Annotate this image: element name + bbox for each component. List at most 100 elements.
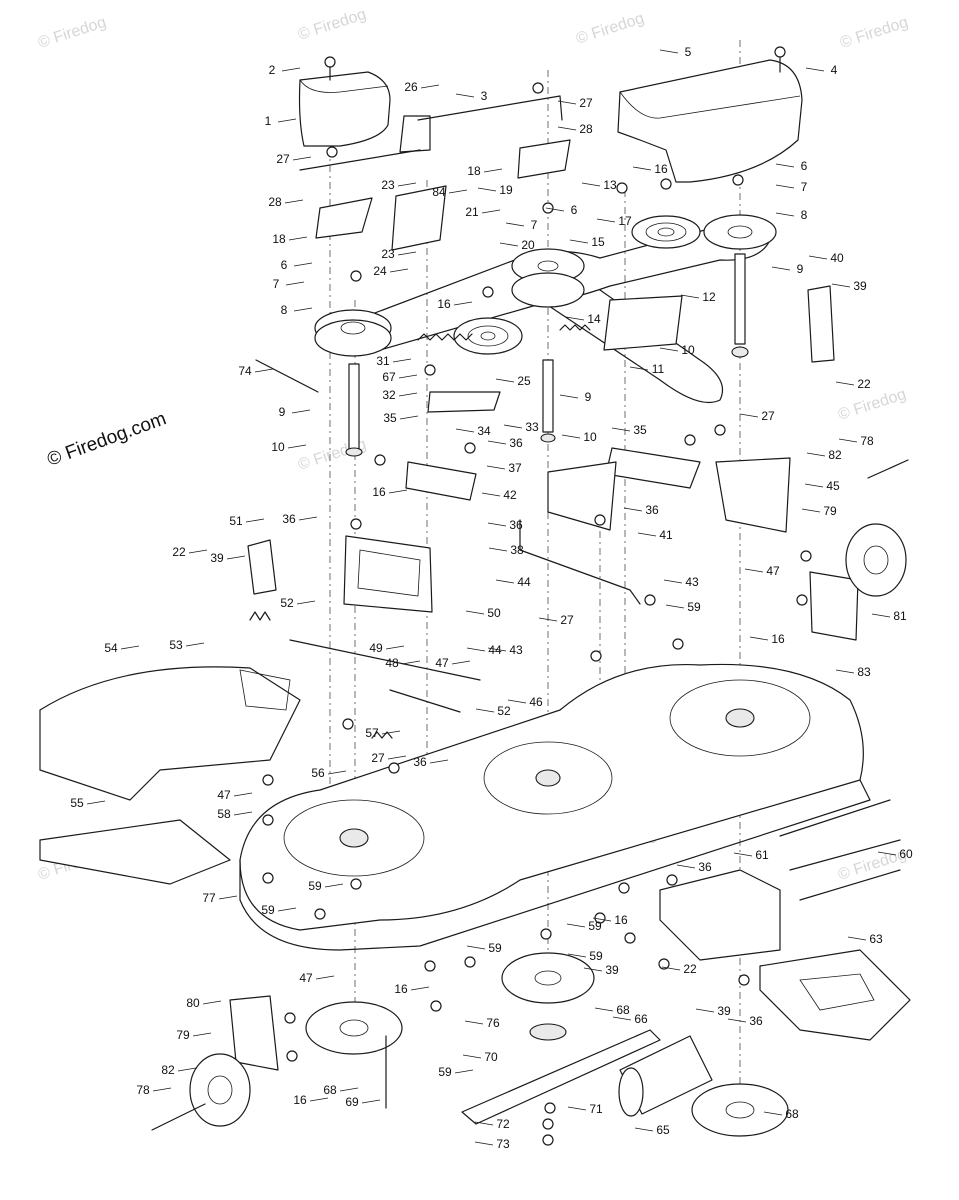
- leader-line: [581, 182, 601, 187]
- leader-line: [561, 434, 581, 439]
- leader-line: [634, 1127, 654, 1132]
- leader-line: [284, 199, 304, 204]
- leader-line: [475, 708, 495, 713]
- leader-line: [188, 549, 208, 554]
- callout-5: 5: [685, 45, 692, 59]
- callout-78: 78: [860, 434, 874, 448]
- callout-77: 77: [202, 891, 216, 905]
- leader-line: [661, 966, 681, 971]
- leader-line: [410, 986, 430, 991]
- callout-54: 54: [104, 641, 118, 655]
- callout-63: 63: [869, 932, 883, 946]
- callout-10: 10: [681, 343, 695, 357]
- leader-line: [566, 923, 586, 928]
- callout-39: 39: [210, 551, 224, 565]
- callout-36: 36: [645, 503, 659, 517]
- leader-line: [695, 1008, 715, 1013]
- callout-44: 44: [488, 643, 502, 657]
- callout-59: 59: [438, 1065, 452, 1079]
- leader-line: [86, 800, 106, 805]
- leader-line: [296, 600, 316, 605]
- pulley-right: [703, 214, 777, 250]
- leader-line: [454, 1069, 474, 1074]
- callout-35: 35: [383, 411, 397, 425]
- leader-line: [507, 699, 527, 704]
- leader-line: [293, 307, 313, 312]
- blade-hubs: [305, 952, 789, 1137]
- callout-47: 47: [299, 971, 313, 985]
- discharge-chute: [39, 666, 301, 801]
- leader-line: [771, 266, 791, 271]
- leader-line: [309, 1097, 329, 1102]
- leader-line: [281, 67, 301, 72]
- callout-39: 39: [717, 1004, 731, 1018]
- callout-83: 83: [857, 665, 871, 679]
- leader-line: [455, 428, 475, 433]
- leader-line: [315, 975, 335, 980]
- leader-line: [659, 49, 679, 54]
- leader-line: [559, 394, 579, 399]
- callout-56: 56: [311, 766, 325, 780]
- callout-13: 13: [603, 178, 617, 192]
- leader-line: [775, 163, 795, 168]
- leader-line: [495, 378, 515, 383]
- leader-line: [831, 283, 851, 288]
- spindle-right: [731, 253, 749, 358]
- callout-28: 28: [268, 195, 282, 209]
- callout-9: 9: [279, 405, 286, 419]
- leader-line: [277, 907, 297, 912]
- leader-line: [254, 368, 274, 373]
- callout-9: 9: [585, 390, 592, 404]
- callout-52: 52: [497, 704, 511, 718]
- leader-line: [871, 613, 891, 618]
- leader-line: [465, 610, 485, 615]
- callout-57: 57: [365, 726, 379, 740]
- callout-43: 43: [509, 643, 523, 657]
- leader-line: [680, 294, 700, 299]
- leader-line: [739, 413, 759, 418]
- callout-50: 50: [487, 606, 501, 620]
- callout-19: 19: [499, 183, 513, 197]
- leader-line: [202, 1000, 222, 1005]
- callout-47: 47: [766, 564, 780, 578]
- callout-31: 31: [376, 354, 390, 368]
- callout-39: 39: [853, 279, 867, 293]
- leader-line: [451, 660, 471, 665]
- leader-line: [835, 381, 855, 386]
- leader-line: [327, 770, 347, 775]
- watermark-text: © Firedog: [36, 14, 108, 52]
- springs: [249, 324, 591, 739]
- leader-line: [775, 212, 795, 217]
- leader-line: [808, 255, 828, 260]
- callout-68: 68: [785, 1107, 799, 1121]
- callout-45: 45: [826, 479, 840, 493]
- leader-line: [361, 1099, 381, 1104]
- callout-36: 36: [413, 755, 427, 769]
- leader-line: [505, 222, 525, 227]
- callout-71: 71: [589, 1102, 603, 1116]
- belt-guard-left: [298, 71, 391, 147]
- deck-bracket: [759, 949, 911, 1041]
- callout-23: 23: [381, 247, 395, 261]
- leader-line: [448, 189, 468, 194]
- leader-line: [392, 358, 412, 363]
- leader-line: [569, 239, 589, 244]
- leader-line: [385, 645, 405, 650]
- callout-16: 16: [394, 982, 408, 996]
- callout-8: 8: [801, 208, 808, 222]
- leader-line: [285, 281, 305, 286]
- leader-line: [487, 440, 507, 445]
- leader-line: [659, 347, 679, 352]
- leader-line: [245, 518, 265, 523]
- callout-7: 7: [801, 180, 808, 194]
- leader-line: [538, 617, 558, 622]
- leader-line: [733, 852, 753, 857]
- leader-line: [293, 262, 313, 267]
- callout-82: 82: [161, 1063, 175, 1077]
- leader-line: [877, 851, 897, 856]
- callout-69: 69: [345, 1095, 359, 1109]
- leader-line: [592, 917, 612, 922]
- callout-17: 17: [618, 214, 632, 228]
- leader-line: [488, 547, 508, 552]
- chute-deflector: [39, 819, 231, 885]
